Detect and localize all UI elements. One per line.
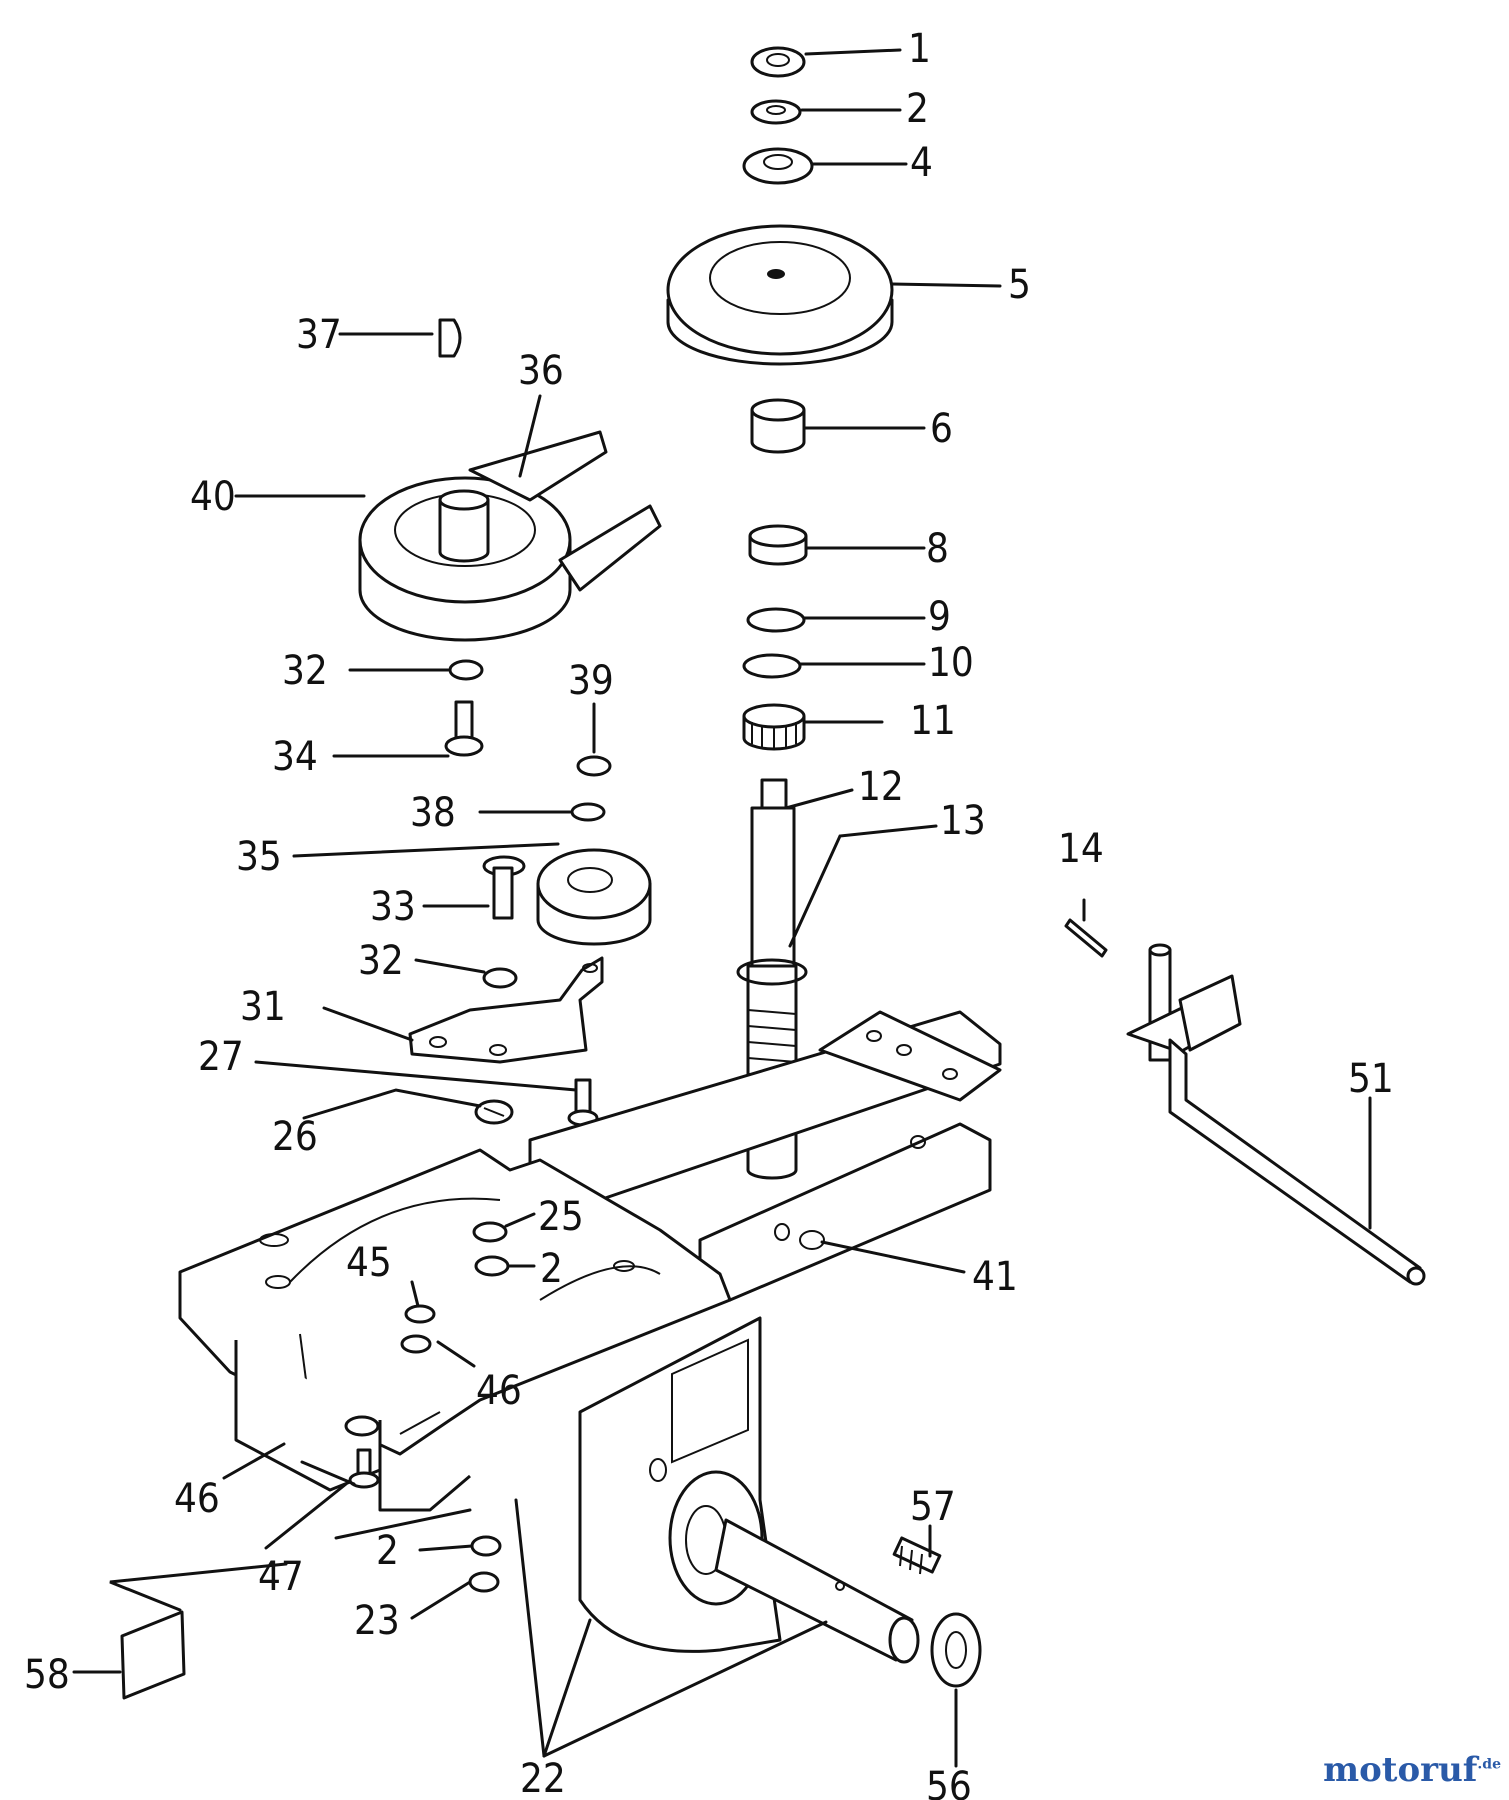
part-1-nut xyxy=(750,46,806,78)
callout-2: 2 xyxy=(906,86,929,132)
callout-12: 12 xyxy=(858,764,904,810)
part-51-lever xyxy=(1126,943,1426,1286)
part-10-ring xyxy=(742,653,802,679)
callout-41: 41 xyxy=(972,1254,1018,1300)
callout-5: 5 xyxy=(1008,262,1031,308)
callout-39: 39 xyxy=(568,658,614,704)
callout-51: 51 xyxy=(1348,1056,1394,1102)
callout-13: 13 xyxy=(940,798,986,844)
part-32-nut-lower xyxy=(482,967,518,989)
callout-9: 9 xyxy=(928,594,951,640)
callout-14: 14 xyxy=(1058,826,1104,872)
callout-45: 45 xyxy=(346,1240,392,1286)
callout-38: 38 xyxy=(410,790,456,836)
callout-8: 8 xyxy=(926,526,949,572)
part-35-idler-pulley xyxy=(536,848,652,946)
part-27-bolt xyxy=(567,1078,599,1127)
part-26-pivot xyxy=(474,1099,514,1125)
axle-shaft xyxy=(714,1518,920,1664)
part-8-bearing xyxy=(748,524,808,566)
callout-46-lower: 46 xyxy=(174,1476,220,1522)
part-5-pulley xyxy=(666,224,894,366)
part-11-gear xyxy=(742,703,806,751)
callout-31: 31 xyxy=(240,984,286,1030)
callout-56: 56 xyxy=(926,1764,972,1800)
callout-1: 1 xyxy=(908,26,931,72)
callout-34: 34 xyxy=(272,734,318,780)
part-47-bolt xyxy=(348,1448,380,1489)
part-58-label-plate xyxy=(120,1610,186,1700)
callout-36: 36 xyxy=(518,348,564,394)
callout-11: 11 xyxy=(910,698,956,744)
part-38-washer xyxy=(570,802,606,822)
part-31-idler-arm xyxy=(408,956,604,1064)
part-37-key xyxy=(438,318,462,358)
part-32-nut-upper xyxy=(448,659,484,681)
part-40-pulley xyxy=(358,476,572,642)
part-2-washer xyxy=(750,99,802,125)
watermark-suffix: .de xyxy=(1477,1756,1501,1773)
part-36-belt xyxy=(468,430,662,592)
callout-22: 22 xyxy=(520,1756,566,1800)
part-39-nut xyxy=(576,755,612,777)
transmission-frame xyxy=(178,1010,1002,1512)
callout-32-upper: 32 xyxy=(282,648,328,694)
callout-35: 35 xyxy=(236,834,282,880)
watermark-logo: motoruf.de xyxy=(1323,1750,1501,1790)
part-23-nut xyxy=(468,1571,500,1593)
part-9-circlip xyxy=(746,607,806,633)
callout-47: 47 xyxy=(258,1554,304,1600)
callout-58: 58 xyxy=(24,1652,70,1698)
callout-40: 40 xyxy=(190,474,236,520)
part-2-nut-lower xyxy=(470,1535,502,1557)
callout-10: 10 xyxy=(928,640,974,686)
part-46-washer xyxy=(344,1415,380,1437)
callout-26: 26 xyxy=(272,1114,318,1160)
part-6-bushing xyxy=(750,398,806,454)
part-57-pin xyxy=(892,1536,942,1575)
callout-27: 27 xyxy=(198,1034,244,1080)
leader-lines xyxy=(72,48,1372,1768)
part-2-nut-frame xyxy=(474,1255,510,1277)
callout-46-upper: 46 xyxy=(476,1368,522,1414)
callout-33: 33 xyxy=(370,884,416,930)
callout-37: 37 xyxy=(296,312,342,358)
callout-25: 25 xyxy=(538,1194,584,1240)
part-22-transmission-case xyxy=(578,1316,782,1653)
callout-2-lower: 2 xyxy=(376,1528,399,1574)
part-25-nut xyxy=(472,1221,508,1243)
callout-32-lower: 32 xyxy=(358,938,404,984)
part-34-bolt xyxy=(444,700,484,757)
callout-57: 57 xyxy=(910,1484,956,1530)
part-56-washer xyxy=(930,1612,982,1688)
part-4-spacer xyxy=(742,147,814,185)
callout-4: 4 xyxy=(910,140,933,186)
part-45-nut xyxy=(400,1304,436,1354)
part-14-pin xyxy=(1064,918,1108,958)
callout-labels: 1 2 4 5 6 8 9 10 11 12 13 14 22 23 25 26… xyxy=(24,26,1394,1800)
callout-6: 6 xyxy=(930,406,953,452)
callout-2-frame: 2 xyxy=(540,1246,563,1292)
watermark-main: motoruf xyxy=(1323,1750,1478,1790)
callout-23: 23 xyxy=(354,1598,400,1644)
part-33-bolt xyxy=(482,855,526,920)
part-13-oring xyxy=(736,958,808,986)
